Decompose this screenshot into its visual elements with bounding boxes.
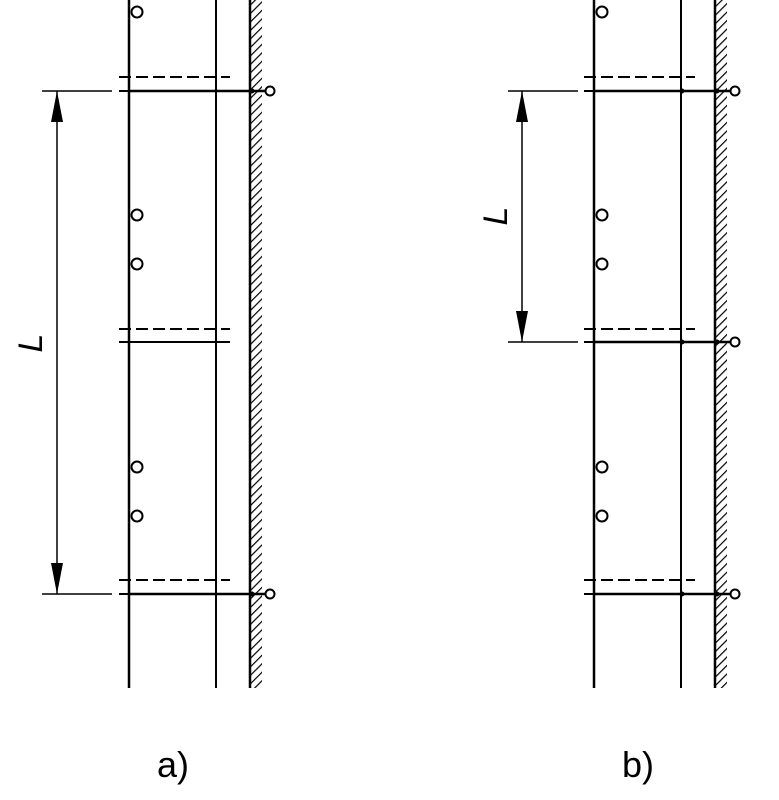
- caption-a: a): [157, 744, 189, 785]
- couplers-a: [130, 5, 144, 523]
- dimension-label-b: L: [477, 207, 515, 226]
- dimension-arrow-up-b: [516, 91, 528, 122]
- caption-b: b): [622, 744, 654, 785]
- dimension-arrow-down-b: [516, 311, 528, 342]
- wall-tie-b-3: [594, 588, 741, 600]
- ledger-group-b-3: [584, 579, 695, 595]
- wall-tie-a-2: [129, 588, 276, 600]
- couplers-b: [595, 5, 609, 523]
- wall-b: [715, 0, 727, 688]
- dimension-a: L: [12, 90, 112, 595]
- ledger-group-a-1: [119, 76, 230, 92]
- wall-tie-b-2: [594, 336, 741, 348]
- figure-a: L a): [12, 0, 276, 785]
- wall-a: [250, 0, 262, 688]
- ledger-group-a-3: [119, 579, 230, 595]
- ledger-group-b-2: [584, 328, 695, 343]
- dimension-arrow-up-a: [51, 91, 63, 122]
- dimension-arrow-down-a: [51, 563, 63, 594]
- ledger-group-b-1: [584, 76, 695, 92]
- figure-b: L b): [477, 0, 741, 785]
- wall-tie-b-1: [594, 85, 741, 97]
- dimension-label-a: L: [12, 334, 50, 353]
- dimension-b: L: [477, 90, 578, 343]
- wall-tie-a-1: [129, 85, 276, 97]
- ledger-group-a-2: [119, 328, 230, 343]
